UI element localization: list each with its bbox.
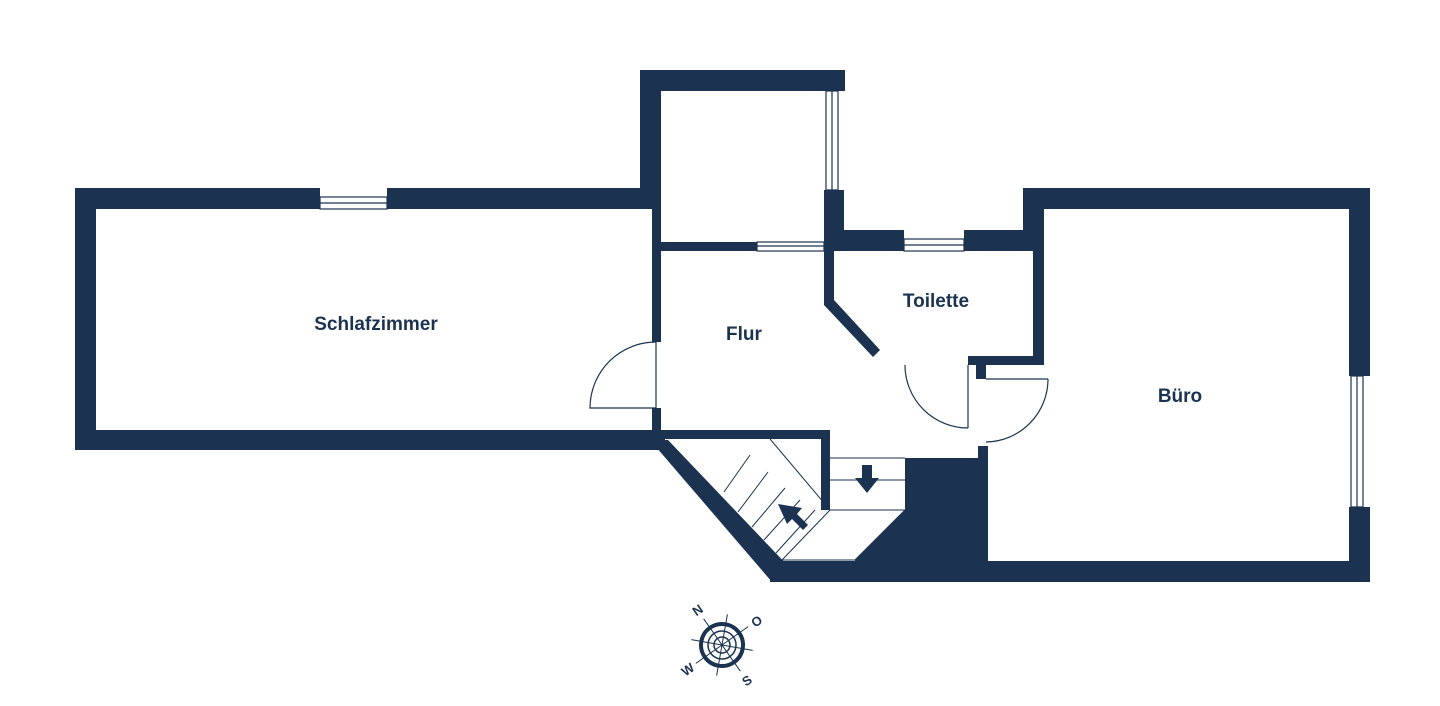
staircase (723, 438, 906, 561)
compass-east: O (748, 612, 765, 630)
room-label-buero: Büro (1158, 386, 1202, 407)
wall-schlafzimmer-top-right (387, 188, 659, 209)
wall-buero-right-upper (1349, 188, 1370, 376)
door-schlafzimmer[interactable] (589, 341, 657, 409)
wall-divider-upper (652, 188, 661, 342)
wall-schlafzimmer-bottom (75, 430, 665, 450)
compass-west: W (679, 659, 698, 679)
wall-toilette-bottom (968, 356, 1044, 365)
wall-buero-top (1023, 188, 1370, 209)
compass-north: N (689, 601, 705, 619)
arrow-up-left-icon (778, 504, 808, 530)
wall-schlafzimmer-top-left (75, 188, 320, 209)
wall-toilette-left-diagonal (824, 245, 880, 357)
wall-toilette-top-right (964, 230, 1044, 251)
wall-schlafzimmer-left (75, 188, 96, 450)
wall-stair-right (821, 430, 830, 510)
wall-stair-diagonal (650, 440, 790, 582)
window-storage-bottom (756, 241, 825, 252)
shaft-block (855, 458, 980, 570)
compass-south: S (739, 672, 755, 689)
window-schlafzimmer-top (319, 196, 388, 210)
room-label-schlafzimmer: Schlafzimmer (314, 314, 438, 335)
window-buero-right (1350, 375, 1364, 508)
wall-storage-top (640, 70, 845, 91)
room-label-toilette: Toilette (903, 291, 969, 312)
wall-storage-bottom (660, 242, 757, 251)
windows (319, 90, 1364, 508)
window-storage-right (825, 90, 839, 191)
wall-toilette-stub (976, 365, 986, 379)
window-toilette-top (903, 238, 965, 252)
wall-buero-left (978, 446, 988, 566)
arrow-down-icon (855, 465, 879, 493)
wall-storage-left (640, 70, 661, 190)
room-label-flur: Flur (726, 324, 762, 345)
doors (589, 341, 1049, 443)
compass-rose-icon: N O S W (679, 601, 766, 689)
walls (75, 70, 1370, 582)
wall-divider-lower (652, 408, 661, 440)
door-buero[interactable] (985, 378, 1049, 443)
wall-buero-top-step (1023, 188, 1044, 230)
wall-stair-top (660, 430, 830, 439)
wall-toilette-top-left (830, 230, 904, 251)
wall-toilette-right (1033, 190, 1044, 365)
door-toilette[interactable] (904, 364, 969, 429)
